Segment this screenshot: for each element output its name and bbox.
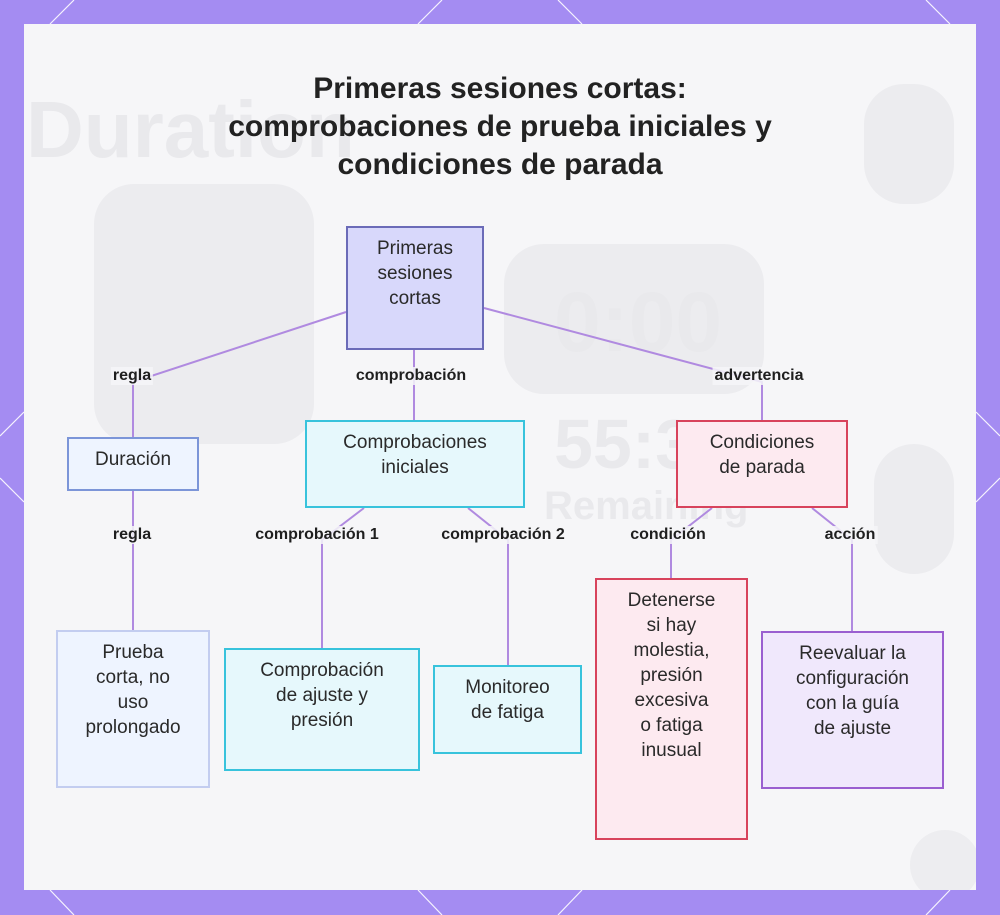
node-text: de ajuste y (260, 683, 384, 708)
node-text: excesiva (628, 688, 716, 713)
node-fit-pressure: Comprobación de ajuste y presión (224, 648, 420, 771)
node-root: Primeras sesiones cortas (346, 226, 484, 350)
node-text: uso (85, 690, 180, 715)
node-text: Detenerse (628, 588, 716, 613)
edge-label-accion: acción (823, 526, 878, 544)
node-text: con la guía (796, 691, 909, 716)
node-text: Duración (95, 447, 171, 472)
edge-label-advertencia: advertencia (713, 367, 806, 385)
node-stop-conditions: Condiciones de parada (676, 420, 848, 508)
node-text: inusual (628, 738, 716, 763)
node-text: configuración (796, 666, 909, 691)
edge-root-duration (133, 312, 346, 437)
node-text: Comprobaciones (343, 430, 487, 455)
edge-root-stop-conditions (484, 308, 762, 420)
node-text: Comprobación (260, 658, 384, 683)
edge-label-regla: regla (111, 526, 153, 544)
node-short-test: Prueba corta, no uso prolongado (56, 630, 210, 788)
node-text: prolongado (85, 715, 180, 740)
node-text: cortas (377, 286, 453, 311)
node-text: Condiciones (710, 430, 815, 455)
node-text: de ajuste (796, 716, 909, 741)
node-reevaluate: Reevaluar la configuración con la guía d… (761, 631, 944, 789)
node-initial-checks: Comprobaciones iniciales (305, 420, 525, 508)
node-text: corta, no (85, 665, 180, 690)
edge-label-condicion: condición (628, 526, 708, 544)
edge-label-regla: regla (111, 367, 153, 385)
node-text: Primeras (377, 236, 453, 261)
node-text: o fatiga (628, 713, 716, 738)
node-text: Monitoreo (465, 675, 550, 700)
node-duration: Duración (67, 437, 199, 491)
node-text: Prueba (85, 640, 180, 665)
edge-label-comprobacion: comprobación (354, 367, 468, 385)
node-text: presión (628, 663, 716, 688)
node-text: Reevaluar la (796, 641, 909, 666)
node-text: iniciales (343, 455, 487, 480)
node-text: sesiones (377, 261, 453, 286)
edge-label-comprobacion-2: comprobación 2 (439, 526, 567, 544)
node-text: de fatiga (465, 700, 550, 725)
node-stop-if: Detenerse si hay molestia, presión exces… (595, 578, 748, 840)
node-text: si hay (628, 613, 716, 638)
node-fatigue: Monitoreo de fatiga (433, 665, 582, 754)
node-text: presión (260, 708, 384, 733)
edge-label-comprobacion-1: comprobación 1 (253, 526, 381, 544)
node-text: molestia, (628, 638, 716, 663)
node-text: de parada (710, 455, 815, 480)
